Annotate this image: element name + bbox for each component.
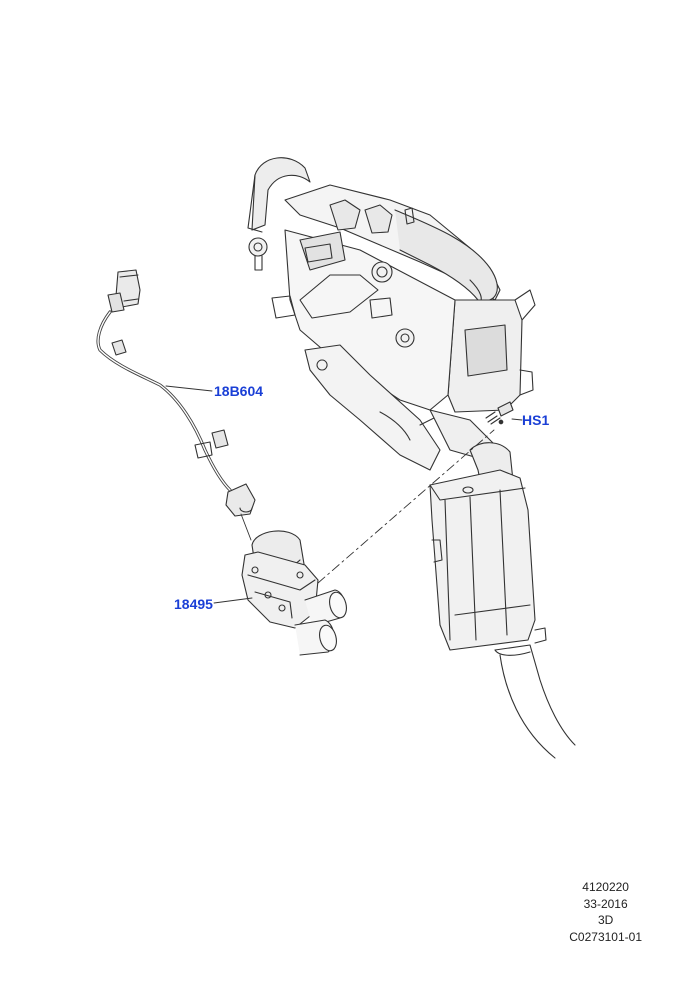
diagram-reference-block: 4120220 33-2016 3D C0273101-01 xyxy=(569,879,642,945)
screw-part xyxy=(485,401,514,425)
callout-18495: 18495 xyxy=(174,596,213,612)
callout-hs1: HS1 xyxy=(522,412,550,428)
leader-lines xyxy=(165,385,523,604)
view-type: 3D xyxy=(597,913,614,927)
heater-assembly xyxy=(247,157,536,471)
exhaust-pipe xyxy=(429,442,576,759)
heater-valve xyxy=(241,530,347,656)
illustration-id: C0273101-01 xyxy=(569,929,642,944)
section-code: 33-2016 xyxy=(583,896,628,911)
callout-18b604: 18B604 xyxy=(214,383,264,399)
reference-code: 4120220 xyxy=(582,880,629,894)
wiring-harness xyxy=(96,269,256,517)
